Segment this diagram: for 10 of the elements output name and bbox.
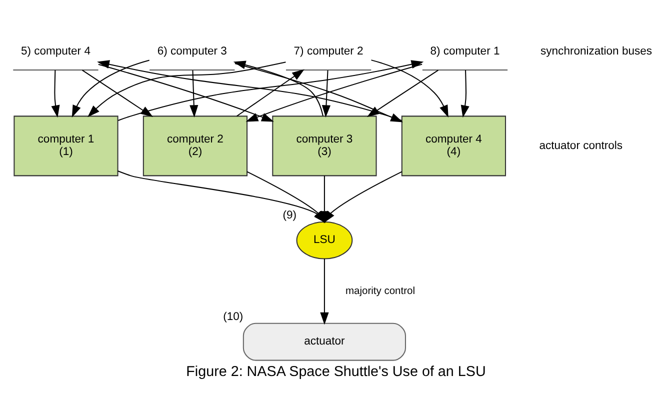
edge-label: majority control [344,286,414,298]
node-label: (9) [282,210,296,222]
caption: Figure 2: NASA Space Shuttle's Use of an LSU [186,364,486,380]
node-text: 8) computer 1 [430,45,500,58]
node-text: 6) computer 3 [156,45,226,58]
label: synchronization buses [540,45,652,58]
label: actuator controls [538,140,622,152]
node-label: (10) [222,311,243,324]
node-text: 7) computer 2 [293,45,363,58]
node-text: 5) computer 4 [20,45,90,58]
